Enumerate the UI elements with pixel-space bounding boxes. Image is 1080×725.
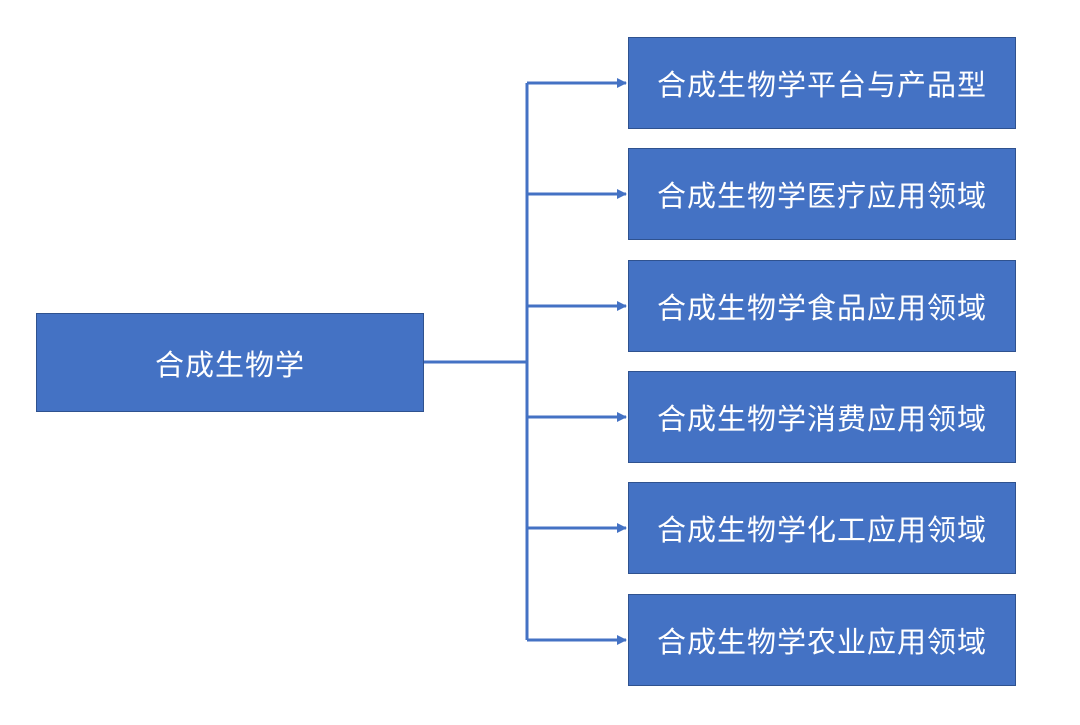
child-node-label: 合成生物学平台与产品型: [656, 68, 987, 102]
child-node-platform: 合成生物学平台与产品型: [628, 37, 1016, 129]
root-node-label: 合成生物学: [154, 347, 305, 382]
root-node: 合成生物学: [36, 313, 424, 412]
child-node-medical: 合成生物学医疗应用领域: [628, 148, 1016, 240]
child-node-consumer: 合成生物学消费应用领域: [628, 371, 1016, 463]
child-node-label: 合成生物学消费应用领域: [656, 402, 987, 436]
child-node-chemical: 合成生物学化工应用领域: [628, 482, 1016, 574]
child-node-agriculture: 合成生物学农业应用领域: [628, 594, 1016, 686]
child-node-label: 合成生物学农业应用领域: [656, 625, 987, 659]
child-node-label: 合成生物学化工应用领域: [656, 513, 987, 547]
child-node-label: 合成生物学医疗应用领域: [656, 179, 987, 213]
child-node-label: 合成生物学食品应用领域: [656, 291, 987, 325]
child-node-food: 合成生物学食品应用领域: [628, 260, 1016, 352]
